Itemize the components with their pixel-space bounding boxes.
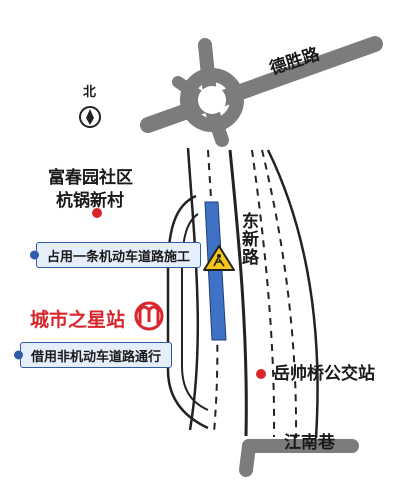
construction-callout: 占用一条机动车道路施工 bbox=[36, 242, 202, 268]
lane-divider-2 bbox=[251, 149, 276, 438]
fuchunyuan-dot bbox=[92, 208, 102, 218]
center-line bbox=[228, 149, 248, 437]
compass-icon bbox=[79, 106, 101, 128]
dongxin-road-west-edge bbox=[186, 147, 200, 431]
dongxin-road-label: 东新路 bbox=[242, 212, 259, 268]
fuchunyuan-label: 富春园社区 bbox=[48, 168, 133, 188]
dongxin-road-east-edge bbox=[266, 149, 319, 439]
side-road-inner bbox=[181, 213, 209, 411]
lane-divider-3 bbox=[261, 149, 298, 439]
metro-station-name: 城市之星站 bbox=[30, 309, 126, 331]
jiangnan-lane-drop bbox=[239, 439, 256, 477]
metro-logo-icon bbox=[134, 301, 164, 331]
yueshuaiqiao-label: 岳帅桥公交站 bbox=[273, 364, 375, 384]
jiangnan-lane-label: 江南巷 bbox=[284, 433, 335, 453]
detour-callout: 借用非机动车道路通行 bbox=[20, 342, 173, 368]
roundabout bbox=[180, 68, 244, 132]
yueshuaiqiao-dot bbox=[256, 369, 266, 379]
construction-warning-icon bbox=[203, 245, 235, 271]
hangguo-label: 杭锅新村 bbox=[56, 191, 124, 211]
compass-label: 北 bbox=[83, 85, 97, 100]
side-road-outer bbox=[166, 194, 209, 430]
roundabout-center bbox=[198, 86, 226, 114]
